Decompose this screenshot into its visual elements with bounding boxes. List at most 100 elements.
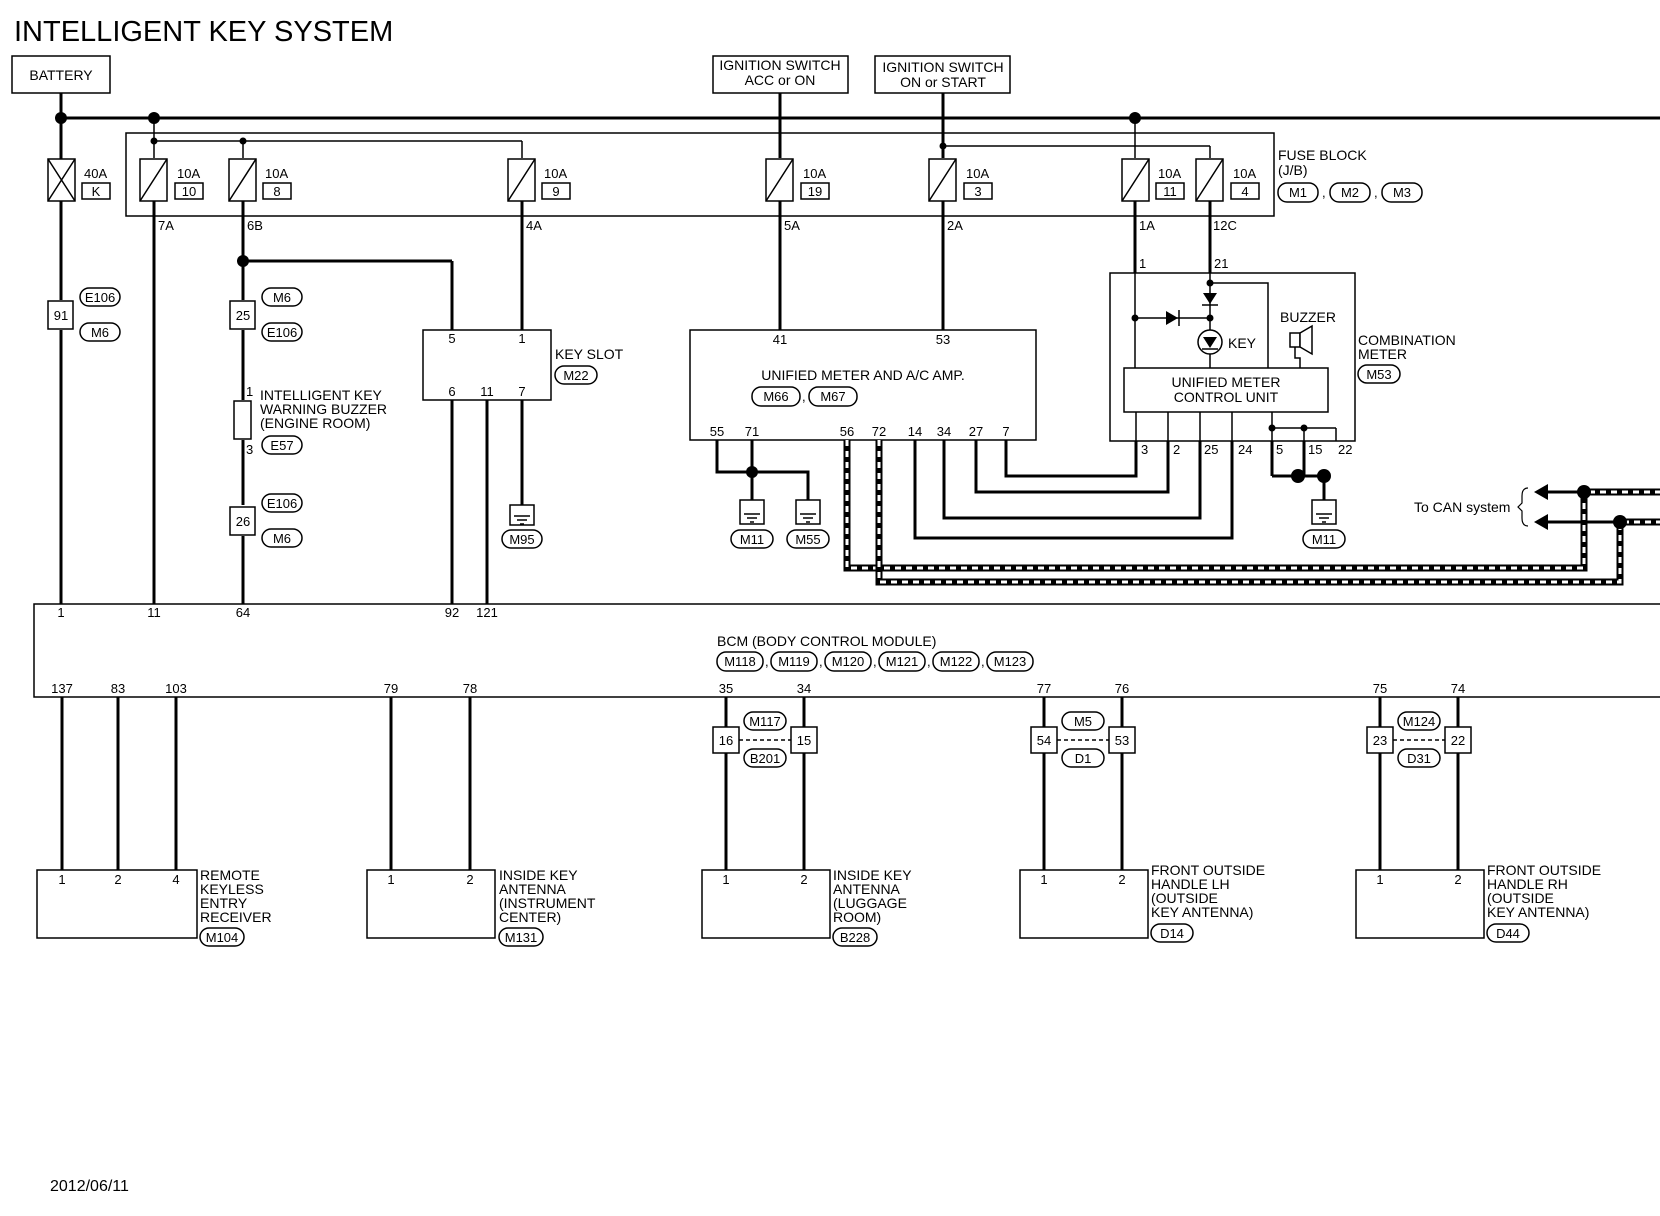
- key-slot-connector: M22: [563, 368, 588, 383]
- svg-text:2: 2: [1454, 872, 1461, 887]
- meter-pin: 41: [773, 332, 787, 347]
- junction-connector: M6: [91, 325, 109, 340]
- svg-text:25: 25: [236, 308, 250, 323]
- can-brace: [1517, 487, 1529, 527]
- meter-pin: 7: [1002, 424, 1009, 439]
- svg-text:1: 1: [1040, 872, 1047, 887]
- bcm-pin: 11: [147, 605, 161, 620]
- bcm-pin: 83: [111, 681, 125, 696]
- meter-pin: 27: [969, 424, 983, 439]
- inline-connector-top: M124: [1403, 714, 1436, 729]
- diagram-date: 2012/06/11: [50, 1178, 129, 1195]
- fuse-output-4a: 4A: [526, 218, 542, 233]
- combination-meter-connector: M53: [1366, 367, 1391, 382]
- bcm-pin: 121: [476, 605, 498, 620]
- fuse-id: 8: [273, 184, 280, 199]
- svg-text:,: ,: [1374, 185, 1378, 200]
- fuse-10a-11: 10A 11: [1121, 158, 1185, 202]
- fuse-output-12c: 12C: [1213, 218, 1237, 233]
- ignition-acc-line1: IGNITION SWITCH: [719, 57, 840, 73]
- fuse-block-box: [125, 132, 1275, 217]
- diode-icon: [1166, 311, 1178, 325]
- remote-keyless-entry-receiver: 1 2 4 REMOTE KEYLESS ENTRY RECEIVER M104: [36, 867, 272, 947]
- fuse-output-1a: 1A: [1139, 218, 1155, 233]
- meter-pin: 34: [937, 424, 951, 439]
- combo-pin: 2: [1173, 442, 1180, 457]
- key-slot-pin: 7: [518, 384, 525, 399]
- junction-25: [229, 300, 256, 330]
- svg-text:,: ,: [981, 654, 985, 669]
- fuse-id: 19: [808, 184, 822, 199]
- fuse-rating: 10A: [265, 166, 288, 181]
- inline-connector-bottom: D31: [1407, 751, 1431, 766]
- meter-ground-connector: M55: [795, 532, 820, 547]
- component-connector: M104: [206, 930, 239, 945]
- combo-pin: 21: [1214, 256, 1228, 271]
- svg-text:,: ,: [927, 654, 931, 669]
- svg-text:,: ,: [873, 654, 877, 669]
- wire-meter-combo: [942, 440, 1202, 520]
- key-slot-ground-connector: M95: [509, 532, 534, 547]
- component-label: REMOTE: [200, 867, 260, 883]
- svg-text:CONTROL UNIT: CONTROL UNIT: [1174, 389, 1279, 405]
- svg-text:,: ,: [1322, 185, 1326, 200]
- svg-text:HANDLE LH: HANDLE LH: [1151, 876, 1230, 892]
- ground-icon: [1311, 499, 1337, 525]
- svg-text:(OUTSIDE: (OUTSIDE: [1151, 890, 1218, 906]
- svg-text:22: 22: [1451, 733, 1465, 748]
- fuse-id: K: [92, 184, 101, 199]
- inside-key-antenna-luggage-room: 1 2 INSIDE KEY ANTENNA (LUGGAGE ROOM) B2…: [701, 867, 912, 947]
- wire-meter-combo: [913, 440, 1234, 540]
- combo-pin: 1: [1139, 256, 1146, 271]
- ignition-on-line2: ON or START: [900, 74, 986, 90]
- fuse-output-6b: 6B: [247, 218, 263, 233]
- bcm-pin: 103: [165, 681, 187, 696]
- key-slot-label: KEY SLOT: [555, 346, 624, 362]
- svg-text:1: 1: [387, 872, 394, 887]
- svg-text:KEY ANTENNA): KEY ANTENNA): [1151, 904, 1253, 920]
- svg-text:ANTENNA: ANTENNA: [499, 881, 567, 897]
- bcm-pin: 92: [445, 605, 459, 620]
- meter-pin: 14: [908, 424, 922, 439]
- combo-pin: 24: [1238, 442, 1252, 457]
- svg-text:HANDLE RH: HANDLE RH: [1487, 876, 1568, 892]
- meter-pin: 55: [710, 424, 724, 439]
- svg-text:53: 53: [1115, 733, 1129, 748]
- bcm-label: BCM (BODY CONTROL MODULE): [717, 633, 936, 649]
- component-label: FRONT OUTSIDE: [1487, 862, 1601, 878]
- combination-meter-label: COMBINATION: [1358, 332, 1456, 348]
- component-label: INSIDE KEY: [499, 867, 578, 883]
- bcm-connector: M119: [778, 654, 810, 669]
- combo-pin: 5: [1276, 442, 1283, 457]
- can-line-high: [843, 440, 1660, 572]
- can-label: To CAN system: [1414, 499, 1510, 515]
- wire-meter-combo: [974, 440, 1170, 494]
- bcm-pin: 35: [719, 681, 733, 696]
- svg-text:ENTRY: ENTRY: [200, 895, 248, 911]
- svg-text:METER: METER: [1358, 346, 1407, 362]
- fuse-block-connector: M1: [1289, 185, 1307, 200]
- svg-text:26: 26: [236, 514, 250, 529]
- svg-text:ANTENNA: ANTENNA: [833, 881, 901, 897]
- svg-text:1: 1: [722, 872, 729, 887]
- combo-pin: 25: [1204, 442, 1218, 457]
- svg-text:ROOM): ROOM): [833, 909, 881, 925]
- unified-meter-connector: M67: [820, 389, 845, 404]
- fuse-10a-4: 10A 4: [1195, 158, 1260, 202]
- front-outside-handle-lh: 1 2 FRONT OUTSIDE HANDLE LH (OUTSIDE KEY…: [1019, 862, 1265, 943]
- ignition-acc-line2: ACC or ON: [745, 72, 816, 88]
- wire-meter-combo: [1004, 440, 1138, 478]
- fuse-block-connector: M3: [1393, 185, 1411, 200]
- component-connector: D14: [1160, 926, 1184, 941]
- svg-text:,: ,: [765, 654, 769, 669]
- warning-buzzer-connector: E57: [270, 438, 293, 453]
- fuse-rating: 10A: [803, 166, 826, 181]
- bcm-pin: 64: [236, 605, 250, 620]
- battery-label: BATTERY: [29, 67, 93, 83]
- inline-connector-m5: 54 53 M5 D1: [1030, 711, 1136, 768]
- buzzer-pin: 1: [246, 384, 253, 399]
- component-connector: B228: [840, 930, 870, 945]
- bcm-pin: 75: [1373, 681, 1387, 696]
- meter-pin: 53: [936, 332, 950, 347]
